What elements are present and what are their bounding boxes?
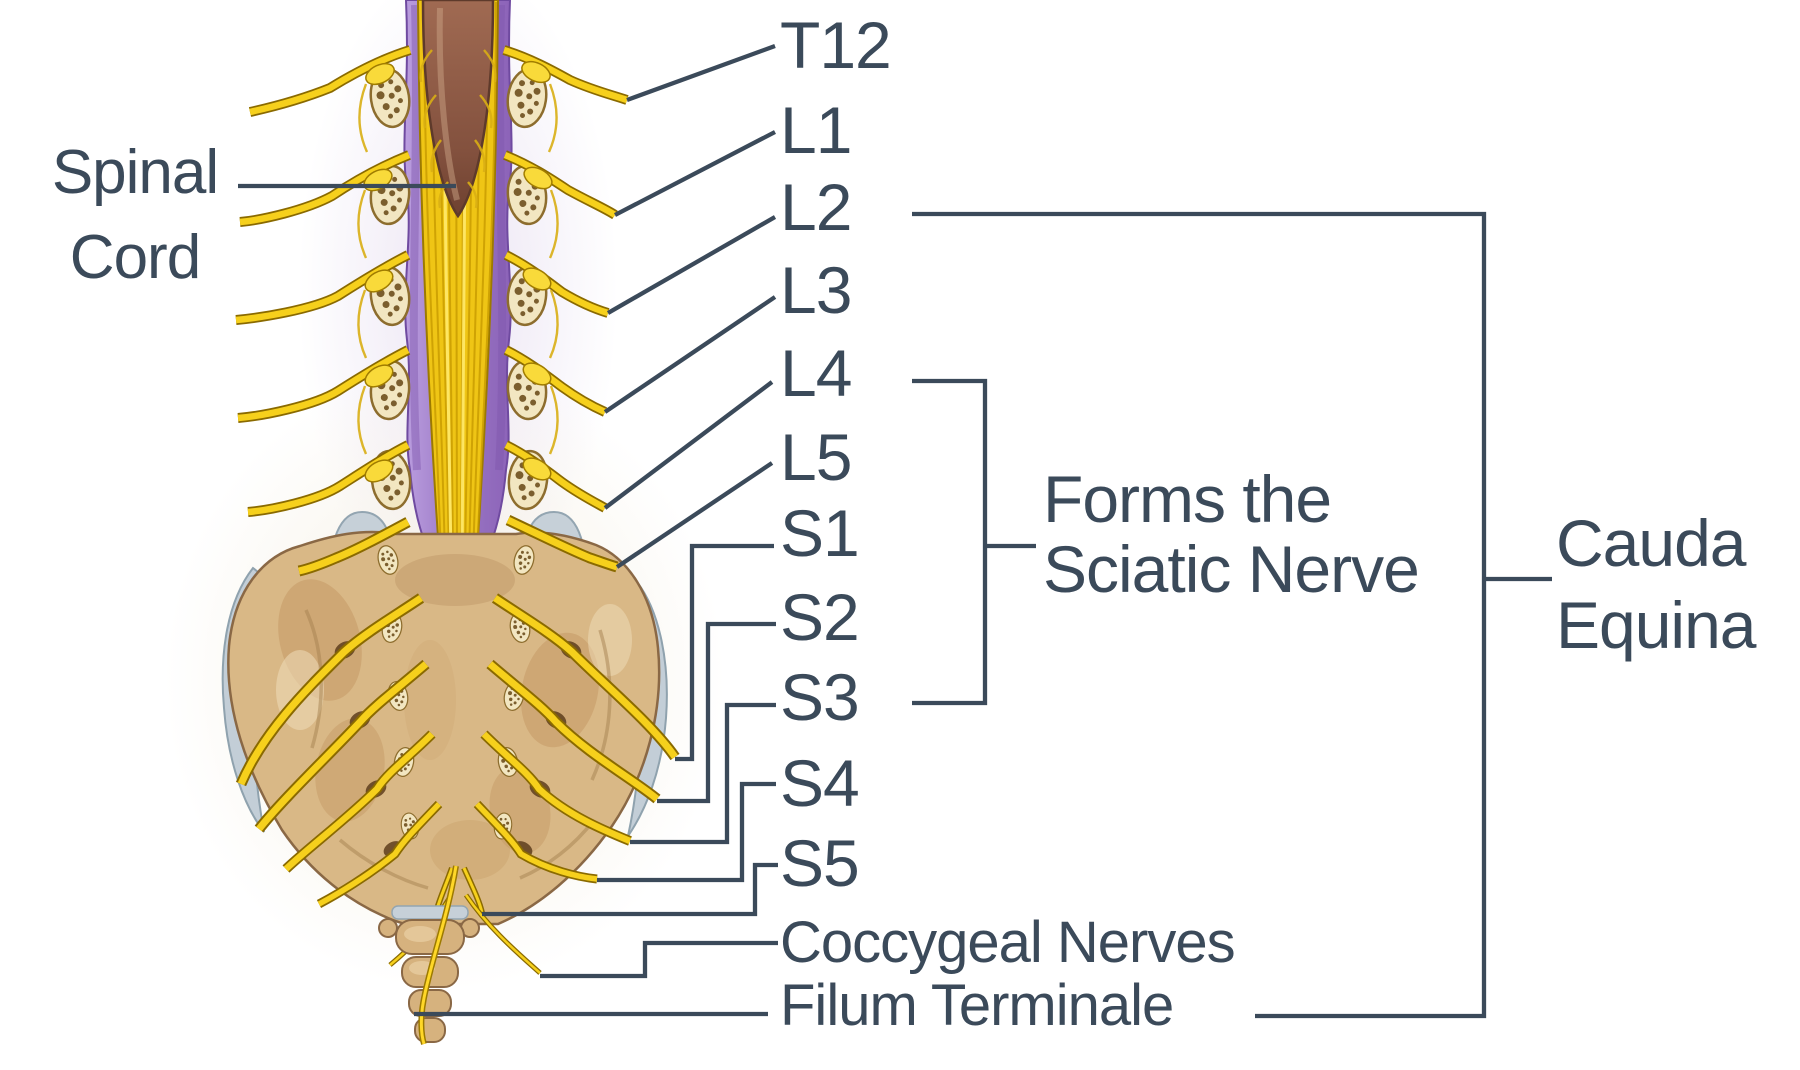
label-S5: S5 [780,826,860,900]
spinal-cord-line2: Cord [69,223,201,292]
cauda-equina-line2: Equina [1556,588,1757,662]
label-L1: L1 [780,93,852,167]
cauda-equina-line1: Cauda [1556,506,1746,580]
label-L5: L5 [780,420,852,494]
leader-lines [238,43,1552,1019]
label-T12: T12 [780,8,892,82]
forms-sciatic-line1: Forms the [1043,462,1332,536]
cauda-equina-label: Cauda Equina [1556,502,1757,666]
filum-terminale [418,865,459,1045]
label-coccygeal: Coccygeal Nerves [780,910,1236,975]
leader-s1 [675,543,774,762]
label-filum: Filum Terminale [780,973,1174,1038]
label-L3: L3 [780,253,852,327]
leader-l5 [615,461,774,569]
leader-s3 [630,702,776,845]
label-S2: S2 [780,580,860,654]
leader-t12 [626,43,776,103]
spinal-cord-line1: Spinal [51,138,219,207]
spinal-cord-label: Spinal Cord [10,130,260,300]
sciatic-bracket [912,378,988,706]
leader-l3 [603,295,777,414]
dorsal-root-ganglia [363,60,553,483]
leader-l1 [614,130,776,217]
leader-s4 [597,781,776,883]
label-S1: S1 [780,496,860,570]
leader-s2 [657,621,776,804]
leader-coccygeal [540,940,778,979]
label-S3: S3 [780,660,860,734]
label-L2: L2 [780,170,852,244]
sacral-nerves [235,515,680,975]
nerve-roots [235,45,629,517]
leader-l2 [606,215,777,315]
leader-l4 [603,380,774,510]
conus-medullaris [419,0,497,219]
spinal-cord-illustration [165,0,725,1045]
leader-s5 [482,862,778,917]
cauda-bracket [912,211,1487,1019]
forms-sciatic-label: Forms the Sciatic Nerve [1043,462,1420,606]
label-S4: S4 [780,746,860,820]
forms-sciatic-line2: Sciatic Nerve [1043,532,1420,606]
label-L4: L4 [780,336,852,410]
